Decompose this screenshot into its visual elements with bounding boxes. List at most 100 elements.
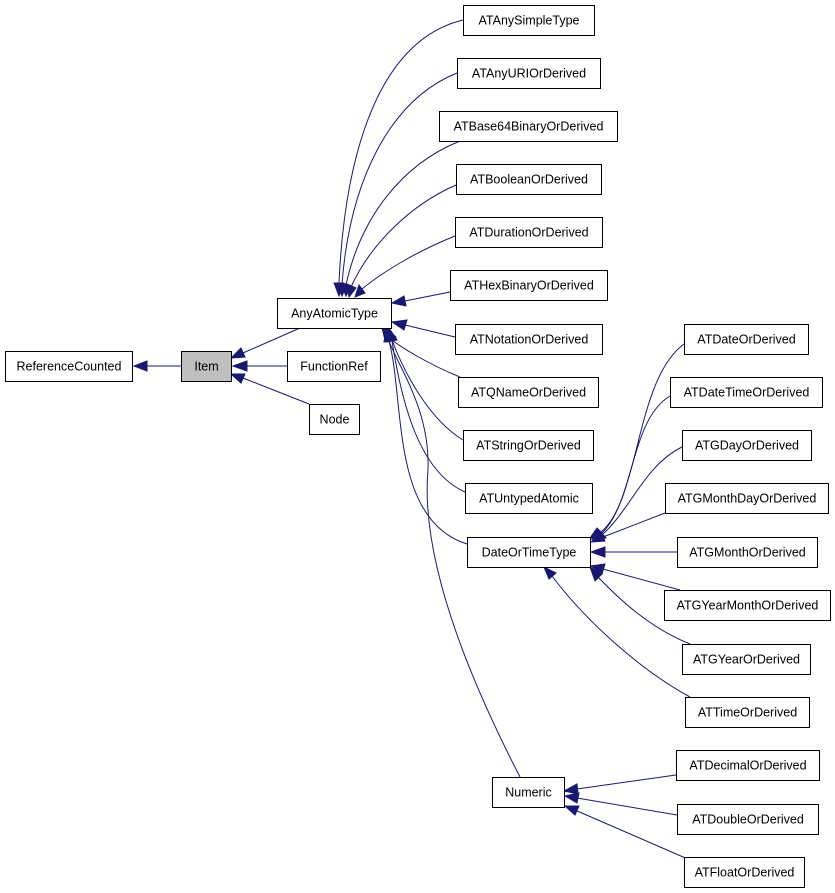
edge-line <box>388 340 521 778</box>
node-atg-year-month-or-derived[interactable]: ATGYearMonthOrDerived <box>664 590 831 621</box>
edge-at-date-time-or-derived-to-date-or-time-type <box>589 395 671 539</box>
node-item[interactable]: Item <box>181 351 232 382</box>
edge-arrowhead <box>132 360 148 372</box>
edge-line <box>602 512 666 538</box>
edge-line <box>574 809 691 861</box>
node-box <box>670 377 823 408</box>
edge-at-base64-binary-or-derived-to-any-atomic-type <box>340 140 461 298</box>
node-label: ATTimeOrDerived <box>698 706 797 720</box>
edge-at-time-or-derived-to-date-or-time-type <box>543 565 691 698</box>
node-at-untyped-atomic[interactable]: ATUntypedAtomic <box>465 483 593 514</box>
node-label: ATGDayOrDerived <box>695 439 799 453</box>
edge-atg-month-or-derived-to-date-or-time-type <box>589 546 677 558</box>
node-atg-month-day-or-derived[interactable]: ATGMonthDayOrDerived <box>665 483 829 514</box>
edge-arrowhead <box>543 565 557 580</box>
node-label: DateOrTimeType <box>482 546 577 560</box>
edge-line <box>341 72 458 285</box>
node-label: ReferenceCounted <box>17 360 122 374</box>
node-atg-month-or-derived[interactable]: ATGMonthOrDerived <box>677 537 818 568</box>
node-numeric[interactable]: Numeric <box>492 777 565 808</box>
node-box <box>685 697 810 728</box>
nodes-layer: ReferenceCounted Item AnyAtomicTypeFunctio… <box>5 5 831 888</box>
node-atg-year-or-derived[interactable]: ATGYearOrDerived <box>682 644 811 675</box>
node-any-atomic-type[interactable]: AnyAtomicType <box>277 298 392 329</box>
edge-line <box>391 340 466 493</box>
node-label: ATGMonthDayOrDerived <box>678 492 817 506</box>
node-at-duration-or-derived[interactable]: ATDurationOrDerived <box>455 217 603 248</box>
node-function-ref[interactable]: FunctionRef <box>287 351 381 382</box>
node-label: ATAnySimpleType <box>479 14 580 28</box>
node-at-decimal-or-derived[interactable]: ATDecimalOrDerived <box>676 750 820 781</box>
edge-arrowhead <box>589 565 603 582</box>
edge-line <box>601 395 671 534</box>
node-box <box>677 537 818 568</box>
node-label: ATDateOrDerived <box>697 333 795 347</box>
node-atg-day-or-derived[interactable]: ATGDayOrDerived <box>682 430 812 461</box>
node-box <box>684 857 805 888</box>
edge-at-float-or-derived-to-numeric <box>563 805 691 861</box>
node-box <box>458 377 599 408</box>
node-at-float-or-derived[interactable]: ATFloatOrDerived <box>684 857 805 888</box>
edge-numeric-to-any-atomic-type <box>383 326 521 778</box>
node-reference-counted[interactable]: ReferenceCounted <box>5 351 133 382</box>
node-label: ATBooleanOrDerived <box>470 173 588 187</box>
node-box <box>5 351 133 382</box>
edge-line <box>242 377 310 405</box>
node-label: ATAnyURIOrDerived <box>472 67 586 81</box>
edge-arrowhead <box>229 373 246 384</box>
edge-line <box>345 140 461 286</box>
node-label: Numeric <box>505 786 552 800</box>
node-box <box>457 58 601 89</box>
node-box <box>677 804 819 835</box>
node-label: ATQNameOrDerived <box>471 386 586 400</box>
edge-line <box>404 291 451 302</box>
node-at-double-or-derived[interactable]: ATDoubleOrDerived <box>677 804 819 835</box>
edge-arrowhead <box>563 792 580 804</box>
node-label: ATDecimalOrDerived <box>689 759 806 773</box>
edge-function-ref-to-item <box>231 360 287 372</box>
node-at-any-uri-or-derived[interactable]: ATAnyURIOrDerived <box>457 58 601 89</box>
edge-arrowhead <box>589 546 606 558</box>
node-at-date-time-or-derived[interactable]: ATDateTimeOrDerived <box>670 377 823 408</box>
node-at-base64-binary-or-derived[interactable]: ATBase64BinaryOrDerived <box>439 111 618 142</box>
edge-line <box>551 575 691 698</box>
edge-atg-month-day-or-derived-to-date-or-time-type <box>589 512 666 543</box>
node-label: ATDoubleOrDerived <box>692 813 804 827</box>
node-at-notation-or-derived[interactable]: ATNotationOrDerived <box>455 324 603 355</box>
edge-arrowhead <box>589 531 606 543</box>
edge-arrowhead <box>390 295 407 307</box>
edge-line <box>602 568 681 591</box>
node-at-string-or-derived[interactable]: ATStringOrDerived <box>463 430 594 461</box>
node-box <box>465 483 593 514</box>
node-box <box>309 404 360 435</box>
node-box <box>181 351 232 382</box>
node-at-date-or-derived[interactable]: ATDateOrDerived <box>684 324 809 355</box>
edge-line <box>597 576 691 645</box>
node-label: ATNotationOrDerived <box>470 333 589 347</box>
node-at-any-simple-type[interactable]: ATAnySimpleType <box>463 5 595 36</box>
node-label: ATDateTimeOrDerived <box>684 386 810 400</box>
edge-node-to-item <box>229 373 310 405</box>
node-box <box>456 164 602 195</box>
node-box <box>676 750 820 781</box>
node-box <box>684 324 809 355</box>
node-label: ATStringOrDerived <box>476 439 581 453</box>
node-box <box>492 777 565 808</box>
node-at-hex-binary-or-derived[interactable]: ATHexBinaryOrDerived <box>450 270 608 301</box>
node-label: AnyAtomicType <box>291 307 378 321</box>
node-box <box>682 430 812 461</box>
edge-line <box>350 184 457 288</box>
node-label: FunctionRef <box>300 360 368 374</box>
edge-line <box>391 339 464 441</box>
node-box <box>287 351 381 382</box>
node-atq-name-or-derived[interactable]: ATQNameOrDerived <box>458 377 599 408</box>
node-label: ATBase64BinaryOrDerived <box>454 120 604 134</box>
edge-line <box>576 774 677 790</box>
node-at-boolean-or-derived[interactable]: ATBooleanOrDerived <box>456 164 602 195</box>
node-at-time-or-derived[interactable]: ATTimeOrDerived <box>685 697 810 728</box>
node-node[interactable]: Node <box>309 404 360 435</box>
edge-arrowhead <box>562 783 579 795</box>
node-box <box>664 590 831 621</box>
node-date-or-time-type[interactable]: DateOrTimeType <box>467 537 591 568</box>
